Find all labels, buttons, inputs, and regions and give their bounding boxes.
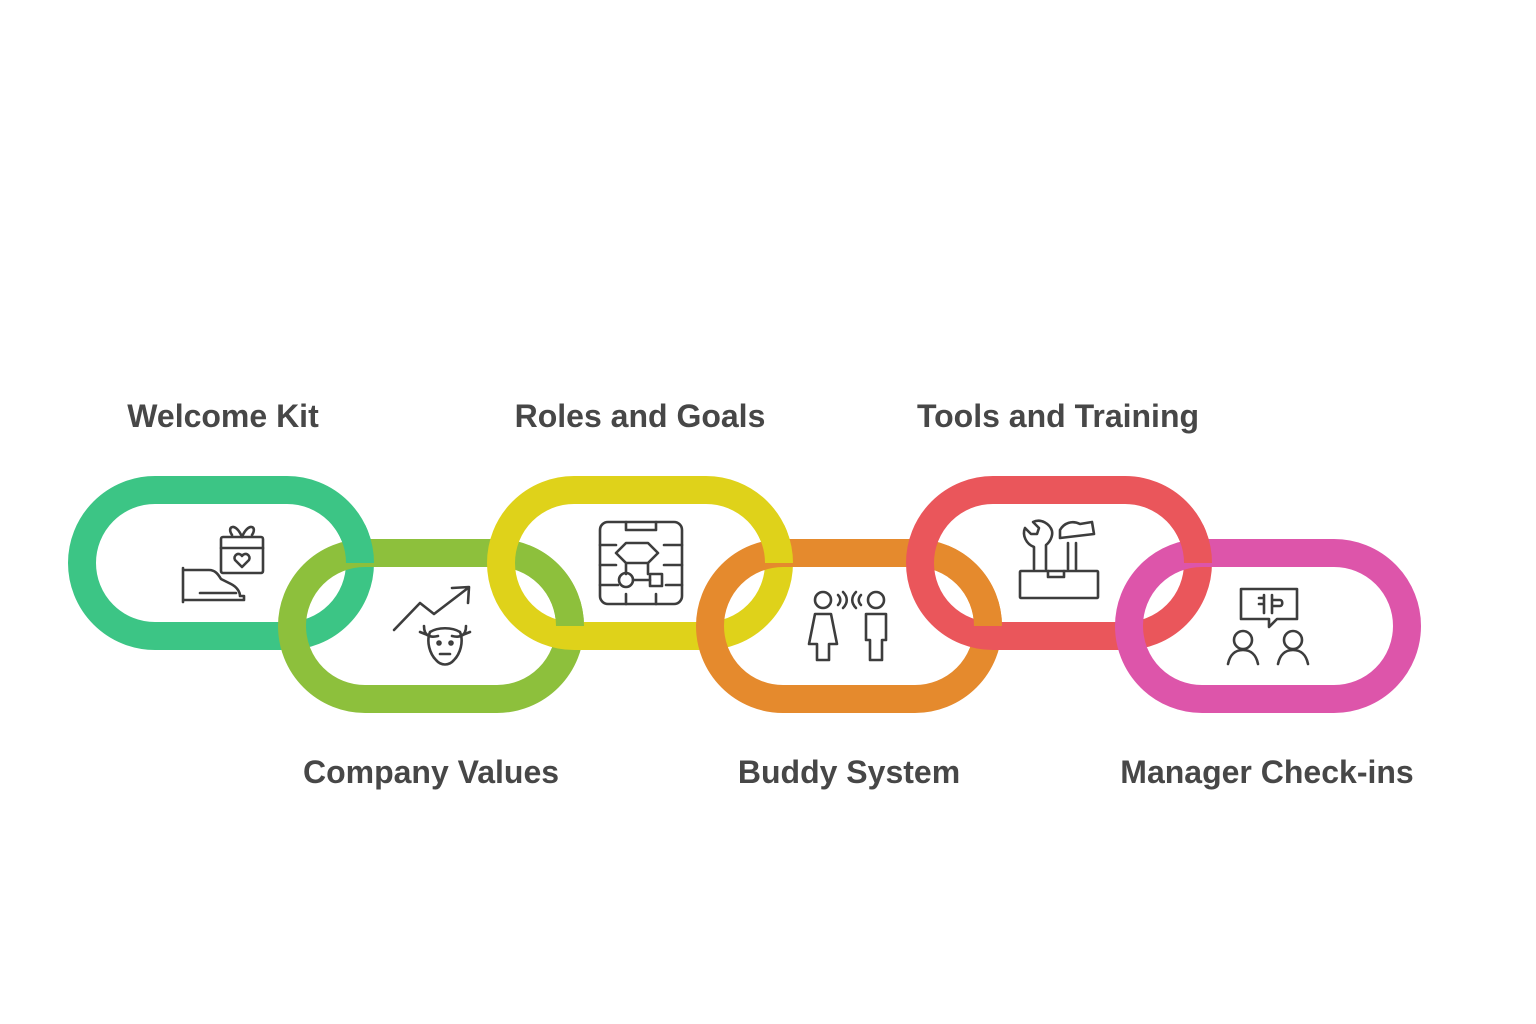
step-label-manager-check-ins: Manager Check-ins [1120, 754, 1414, 790]
step-label-welcome-kit: Welcome Kit [127, 398, 319, 434]
step-label-company-values: Company Values [302, 754, 560, 790]
toolbox-icon [1018, 519, 1100, 600]
bull-market-growth-icon [392, 585, 472, 666]
gift-in-hand-icon [181, 525, 265, 604]
step-label-roles-and-goals: Roles and Goals [514, 398, 766, 434]
step-label-tools-and-training: Tools and Training [916, 398, 1200, 434]
two-people-talking-icon [807, 590, 888, 662]
meeting-discussion-icon [1226, 587, 1310, 666]
chain-link-6 [1115, 539, 1421, 713]
step-label-buddy-system: Buddy System [737, 754, 961, 790]
flowchart-icon [598, 520, 684, 606]
